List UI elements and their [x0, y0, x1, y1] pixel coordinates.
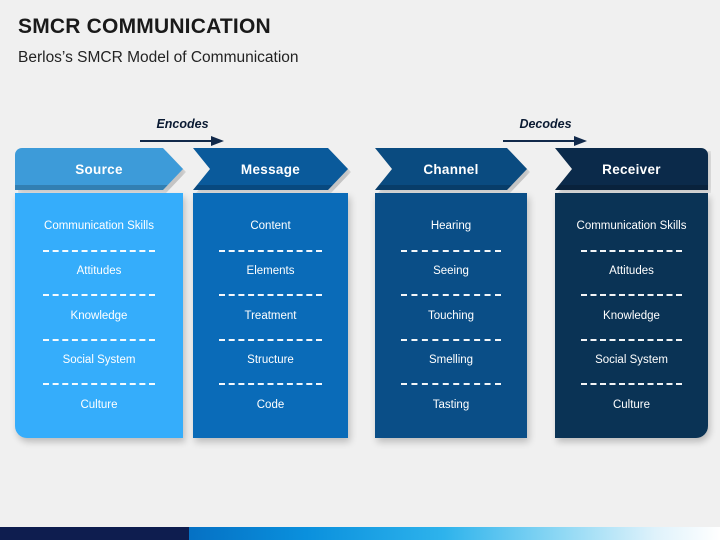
- smcr-diagram: Encodes Decodes Source Communication Ski…: [0, 110, 720, 440]
- column-header-message[interactable]: Message: [193, 148, 348, 190]
- list-item: Content: [250, 220, 291, 233]
- list-item: Attitudes: [561, 249, 702, 295]
- bottom-bar-gradient-segment: [189, 527, 720, 540]
- column-header-channel[interactable]: Channel: [375, 148, 527, 190]
- column-title: Channel: [423, 161, 479, 177]
- arrow-shaft: [503, 139, 576, 142]
- list-item: Smelling: [381, 338, 521, 384]
- list-item: Touching: [381, 294, 521, 339]
- column-body-message: Content Elements Treatment Structure Cod…: [193, 193, 348, 438]
- list-item: Culture: [561, 383, 702, 428]
- column-receiver[interactable]: Receiver Communication Skills Attitudes …: [555, 148, 711, 438]
- list-item: Code: [199, 383, 342, 428]
- annotation-decodes-label: Decodes: [519, 117, 572, 131]
- list-item: Elements: [199, 249, 342, 295]
- list-item: Attitudes: [21, 249, 177, 295]
- column-source[interactable]: Source Communication Skills Attitudes Kn…: [15, 148, 183, 438]
- list-item: Treatment: [199, 294, 342, 339]
- arrow-right-icon: [503, 136, 588, 146]
- arrow-shaft: [140, 139, 213, 142]
- list-item: Knowledge: [21, 294, 177, 339]
- column-body-channel: Hearing Seeing Touching Smelling Tasting: [375, 193, 527, 438]
- list-item: Communication Skills: [44, 220, 154, 233]
- list-item: Structure: [199, 338, 342, 384]
- arrow-right-icon: [140, 136, 225, 146]
- page-header: SMCR COMMUNICATION Berlos’s SMCR Model o…: [18, 14, 299, 68]
- page-subtitle: Berlos’s SMCR Model of Communication: [18, 49, 299, 67]
- column-header-receiver[interactable]: Receiver: [555, 148, 708, 190]
- column-header-source[interactable]: Source: [15, 148, 183, 190]
- list-item: Social System: [561, 338, 702, 384]
- arrow-head: [211, 136, 224, 146]
- annotation-encodes: Encodes: [140, 118, 225, 146]
- smcr-columns: Source Communication Skills Attitudes Kn…: [0, 148, 720, 438]
- column-title: Receiver: [602, 161, 661, 177]
- list-item: Social System: [21, 338, 177, 384]
- column-channel[interactable]: Channel Hearing Seeing Touching Smelling…: [375, 148, 527, 438]
- bottom-decorative-bar: [0, 527, 720, 540]
- page-title: SMCR COMMUNICATION: [18, 15, 271, 38]
- column-title: Message: [240, 161, 301, 177]
- column-body-receiver: Communication Skills Attitudes Knowledge…: [555, 193, 708, 438]
- list-item: Tasting: [381, 383, 521, 428]
- list-item: Culture: [21, 383, 177, 428]
- column-title: Source: [75, 161, 123, 177]
- arrow-head: [574, 136, 587, 146]
- list-item: Knowledge: [561, 294, 702, 339]
- list-item: Communication Skills: [576, 220, 687, 233]
- list-item: Hearing: [430, 220, 472, 233]
- annotation-decodes: Decodes: [503, 118, 588, 146]
- annotation-encodes-label: Encodes: [156, 117, 209, 131]
- list-item: Seeing: [381, 249, 521, 295]
- bottom-bar-navy-segment: [0, 527, 189, 540]
- column-body-source: Communication Skills Attitudes Knowledge…: [15, 193, 183, 438]
- column-message[interactable]: Message Content Elements Treatment Struc…: [193, 148, 348, 438]
